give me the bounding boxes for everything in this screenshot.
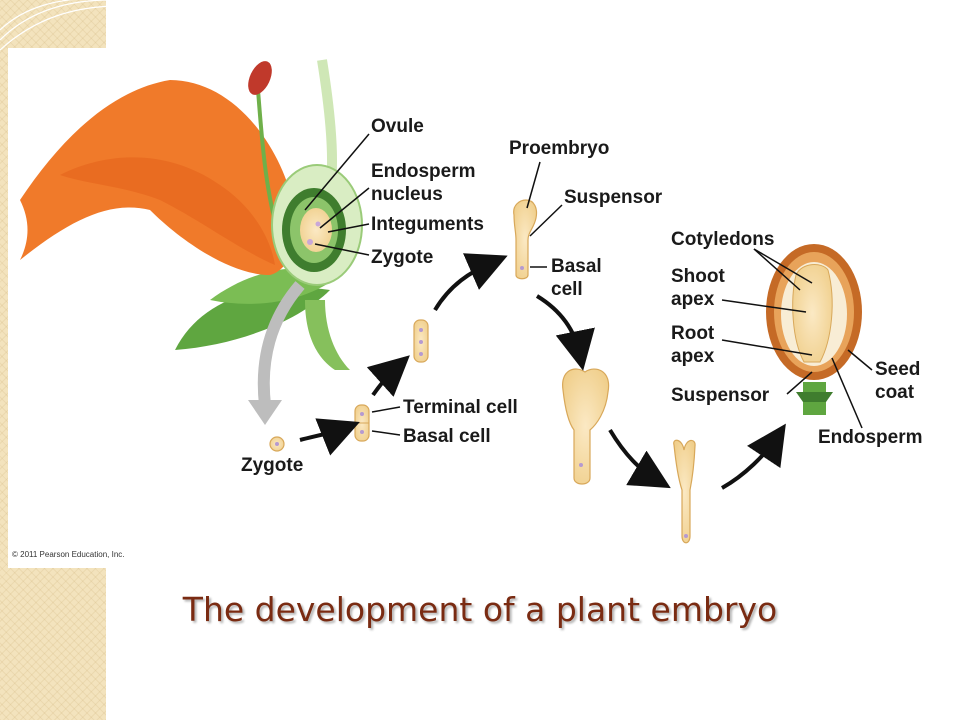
label-basal-cell-bottom: Basal cell	[403, 426, 491, 447]
arrow-two-cell-to-four-cell	[366, 355, 410, 397]
arrow-four-cell-to-proembryo	[433, 253, 508, 312]
mature-seed	[766, 244, 862, 415]
arrow-globular-to-heart	[608, 428, 671, 489]
cotyledon-shape	[792, 264, 833, 363]
label-endosperm-nucleus-2: nucleus	[371, 184, 443, 205]
slide-caption: The development of a plant embryo	[182, 590, 778, 629]
label-shoot-apex-2: apex	[671, 289, 715, 310]
heart-embryo	[673, 439, 696, 544]
stem	[305, 300, 350, 370]
label-integuments: Integuments	[371, 214, 484, 235]
label-suspensor-seed: Suspensor	[671, 385, 770, 406]
label-cotyledons: Cotyledons	[671, 229, 774, 250]
stage-arrows	[299, 253, 786, 490]
label-seed-coat-2: coat	[875, 382, 915, 403]
globular-embryo	[562, 368, 610, 485]
leader-lines	[304, 133, 873, 436]
label-basal-cell-1: Basal	[551, 256, 602, 277]
label-terminal-cell: Terminal cell	[403, 397, 518, 418]
embryo-development-diagram: Ovule Endosperm nucleus Integuments Zygo…	[20, 59, 923, 544]
label-proembryo: Proembryo	[509, 138, 609, 159]
proembryo-shape	[513, 199, 538, 280]
label-zygote-bottom: Zygote	[241, 455, 303, 476]
embryo-sac	[300, 208, 332, 252]
decorative-corner-swirl	[0, 0, 120, 51]
flower-illustration	[20, 59, 363, 370]
arrow-heart-to-seed	[721, 423, 786, 490]
label-root-apex-2: apex	[671, 346, 715, 367]
arrow-zygote-to-two-cell	[299, 418, 360, 456]
label-root-apex-1: Root	[671, 323, 715, 344]
labels: Ovule Endosperm nucleus Integuments Zygo…	[241, 116, 923, 476]
gray-arrow	[257, 281, 305, 406]
label-suspensor-top: Suspensor	[564, 187, 663, 208]
label-ovule: Ovule	[371, 116, 424, 137]
endosperm-nucleus-dot	[315, 221, 321, 227]
arrow-proembryo-to-globular	[535, 294, 595, 371]
label-endosperm-nucleus-1: Endosperm	[371, 161, 476, 182]
copyright-notice: © 2011 Pearson Education, Inc.	[12, 550, 125, 559]
petal-shade	[60, 157, 275, 265]
stigma	[248, 61, 272, 95]
label-shoot-apex-1: Shoot	[671, 266, 725, 287]
zygote-in-ovule	[307, 239, 313, 245]
label-basal-cell-2: cell	[551, 279, 583, 300]
label-endosperm: Endosperm	[818, 427, 923, 448]
label-zygote-top: Zygote	[371, 247, 433, 268]
gray-arrowhead	[248, 400, 282, 425]
label-seed-coat-1: Seed	[875, 359, 920, 380]
